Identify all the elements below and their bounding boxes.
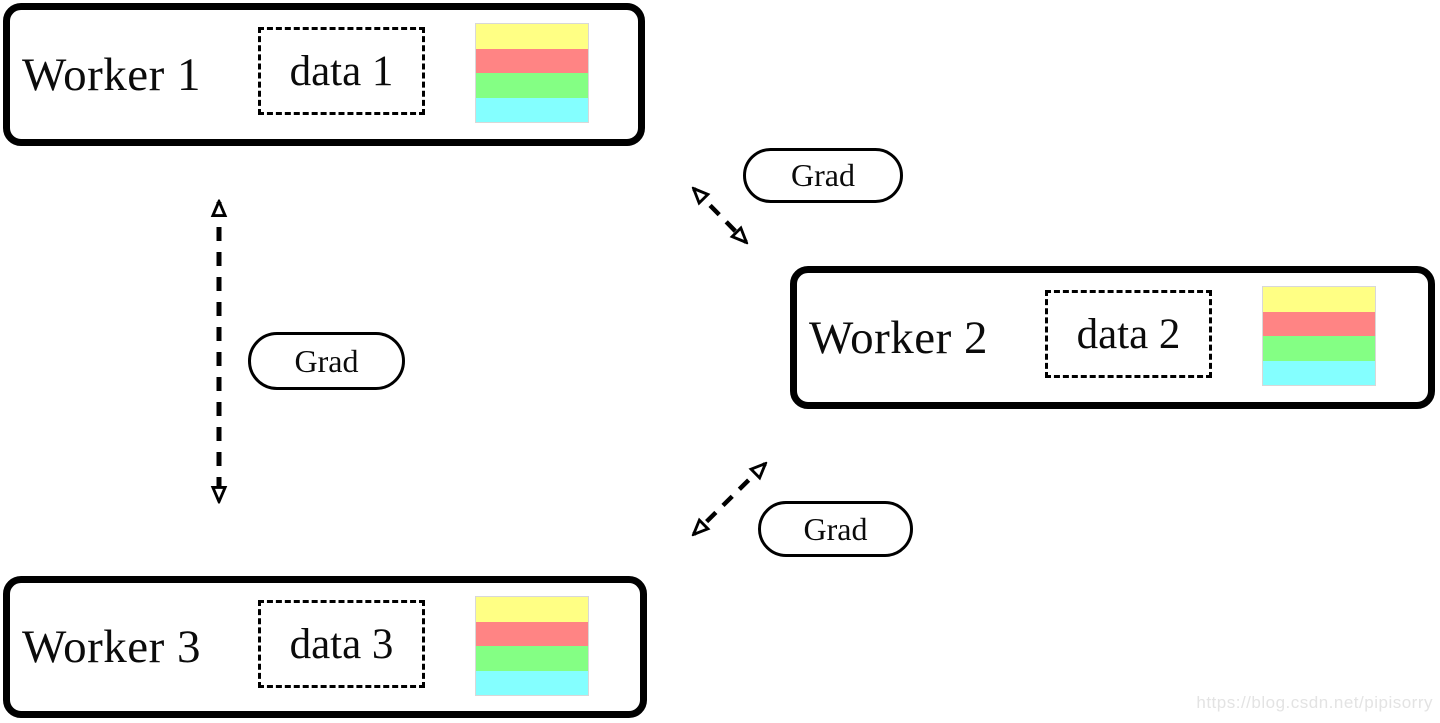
worker-2-data-label: data 2 <box>1076 310 1181 358</box>
arrow-worker3-worker2 <box>694 464 765 534</box>
worker-2-label: Worker 2 <box>809 311 989 364</box>
stack-band <box>476 597 588 622</box>
arrow-worker1-worker2 <box>694 189 746 242</box>
stack-band <box>476 24 588 49</box>
worker-1-label: Worker 1 <box>22 48 202 101</box>
stack-band <box>476 73 588 98</box>
stack-band <box>476 670 588 695</box>
worker-1-model-stack <box>475 23 589 123</box>
worker-1-box: Worker 1 data 1 <box>3 3 645 146</box>
worker-1-data-label: data 1 <box>289 47 394 95</box>
stack-band <box>476 97 588 122</box>
worker-3-data-label: data 3 <box>289 620 394 668</box>
stack-band <box>1263 360 1375 385</box>
stack-band <box>1263 287 1375 312</box>
watermark: https://blog.csdn.net/pipisorry <box>1196 693 1433 712</box>
worker-2-box: Worker 2 data 2 <box>790 266 1435 409</box>
grad-label-worker3-worker2: Grad <box>758 501 913 557</box>
worker-1-data-box: data 1 <box>258 27 425 115</box>
worker-2-data-box: data 2 <box>1045 290 1212 378</box>
grad-label-worker1-worker2: Grad <box>743 148 903 203</box>
stack-band <box>1263 336 1375 361</box>
worker-2-model-stack <box>1262 286 1376 386</box>
grad-label-worker1-worker3: Grad <box>248 332 405 390</box>
stack-band <box>476 48 588 73</box>
stack-band <box>476 621 588 646</box>
stack-band <box>1263 311 1375 336</box>
stack-band <box>476 646 588 671</box>
worker-3-label: Worker 3 <box>22 621 202 673</box>
worker-3-data-box: data 3 <box>258 600 425 688</box>
worker-3-box: Worker 3 data 3 <box>3 576 647 718</box>
worker-3-model-stack <box>475 596 589 696</box>
